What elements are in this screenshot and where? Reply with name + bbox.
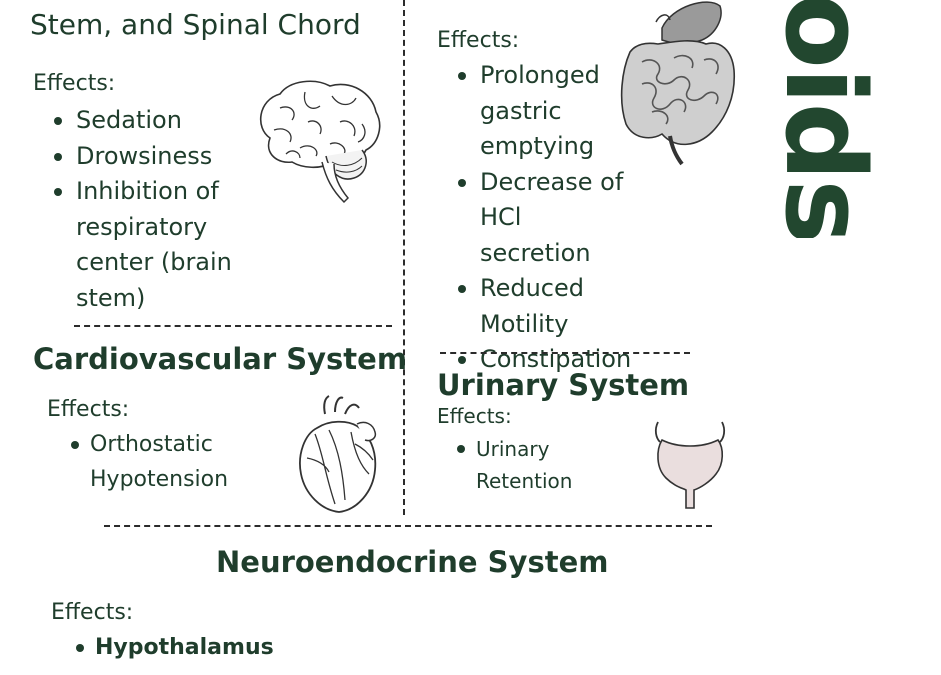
divider-gi: [440, 352, 690, 354]
list-item: Drowsiness: [33, 139, 233, 175]
urinary-title: Urinary System: [437, 368, 690, 402]
bladder-icon: [654, 421, 726, 509]
digestive-tract-icon: [620, 1, 736, 166]
cns-effects-list: Sedation Drowsiness Inhibition of respir…: [33, 103, 233, 316]
heart-icon: [299, 395, 377, 513]
neuro-effects-label: Effects:: [51, 600, 134, 625]
list-item: Inhibition of respiratory center (brain …: [33, 174, 233, 316]
cardio-title: Cardiovascular System: [33, 342, 408, 376]
brain-icon: [259, 80, 381, 204]
list-item: Urinary Retention: [439, 433, 599, 497]
list-item: Decrease of HCl secretion: [437, 165, 627, 272]
cns-title-fragment: Stem, and Spinal Chord: [30, 8, 361, 41]
cardio-effects-list: Orthostatic Hypotension: [47, 427, 247, 497]
neuro-effects-list: Hypothalamus: [52, 630, 372, 665]
list-item: Prolonged gastric emptying: [437, 58, 627, 165]
gi-effects-label: Effects:: [437, 28, 520, 53]
vertical-page-title: oids: [770, 0, 880, 238]
neuro-title: Neuroendocrine System: [216, 545, 609, 579]
divider-cns: [74, 325, 392, 327]
cns-effects-label: Effects:: [33, 71, 116, 96]
list-item: Orthostatic Hypotension: [47, 427, 247, 497]
list-item: Hypothalamus: [52, 630, 372, 665]
cardio-effects-label: Effects:: [47, 397, 130, 422]
urinary-effects-label: Effects:: [437, 404, 512, 428]
divider-neuro: [104, 525, 712, 527]
list-item: Reduced Motility: [437, 271, 627, 342]
list-item: Sedation: [33, 103, 233, 139]
divider-vertical: [403, 0, 405, 515]
gi-effects-list: Prolonged gastric emptying Decrease of H…: [437, 58, 631, 378]
urinary-effects-list: Urinary Retention: [439, 433, 599, 497]
list-item: Constipation: [437, 342, 631, 378]
